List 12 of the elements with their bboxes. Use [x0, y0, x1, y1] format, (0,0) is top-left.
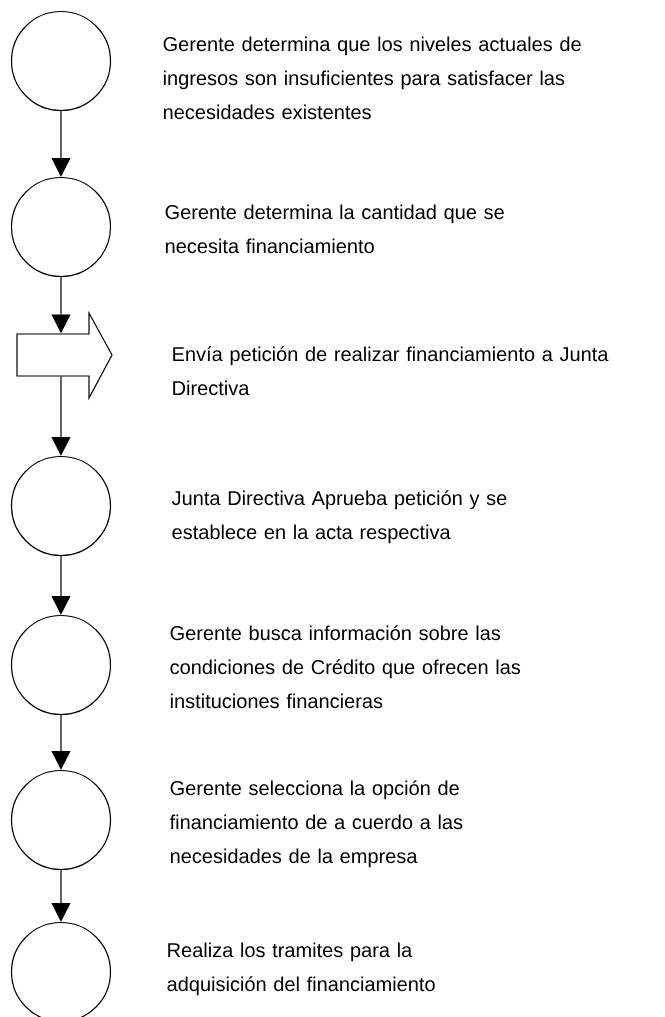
- arrow: [51, 376, 71, 456]
- arrow: [51, 110, 71, 177]
- step-text: Realiza los tramites para la adquisición del financiamiento: [167, 942, 435, 996]
- arrow: [51, 714, 71, 770]
- step-text: Gerente selecciona la opción de financiamiento de a cuerdo a las necesidades de la empresa: [169, 780, 463, 868]
- arrow: [51, 869, 71, 922]
- arrow: [51, 555, 71, 615]
- step-text: Gerente determina la cantidad que se necesita financiamiento: [165, 204, 504, 254]
- step-text: Junta Directiva Aprueba petición y se establece en la acta respectiva: [171, 490, 507, 544]
- step-text: Gerente determina que los niveles actuales de ingresos son insuficientes para satisfacer las necesidades existentes: [163, 36, 581, 120]
- step-text: Gerente busca información sobre las condiciones de Crédito que ofrecen las instituciones financieras: [170, 625, 521, 709]
- step-text: Envía petición de realizar financiamiento a Junta Directiva: [173, 346, 609, 396]
